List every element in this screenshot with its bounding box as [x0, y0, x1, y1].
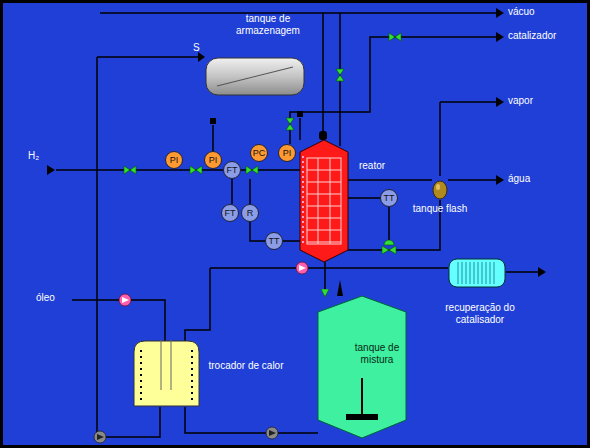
process-line	[324, 262, 326, 296]
instrument-tag: PI	[209, 156, 218, 165]
flow-transmitter: FT	[221, 204, 239, 222]
catalyst-recovery: recuperação do catalisador	[448, 258, 506, 288]
stream-label: S	[193, 42, 200, 54]
instrument-tag: TT	[269, 237, 280, 246]
pressure-controller: PC	[250, 144, 268, 162]
catalyst-recovery-outline	[448, 258, 506, 288]
gas-inlet-label: H₂	[28, 150, 39, 162]
instrument-tag: FT	[227, 166, 238, 175]
flash-tank: tanque flash	[432, 176, 448, 200]
process-line	[283, 240, 300, 242]
equipment-label: recuperação do catalisador	[440, 302, 520, 325]
line-label: água	[508, 173, 530, 185]
storage-tank: tanque de armazenagem	[205, 57, 305, 96]
reactor-vessel-outline	[300, 140, 348, 262]
line-label: óleo	[36, 292, 55, 304]
flow-transmitter: FT	[223, 161, 241, 179]
mixing-tank: tanque de mistura	[318, 296, 406, 440]
mixing-tank-outline	[318, 296, 406, 440]
line-label: catalizador	[508, 30, 556, 42]
temperature-transmitter: TT	[265, 232, 283, 250]
flash-tank-outline	[432, 176, 448, 200]
process-line	[348, 197, 380, 199]
process-line	[231, 179, 233, 204]
instrument-tag: R	[247, 209, 254, 218]
line-label: vapor	[508, 95, 533, 107]
equipment-label: tanque de armazenagem	[227, 13, 309, 36]
storage-tank-outline	[205, 57, 305, 96]
reactor-vessel: reator	[300, 140, 348, 262]
instrument-tag: PC	[253, 149, 266, 158]
heat-exchanger: trocador de calor	[133, 340, 200, 407]
temperature-transmitter: TT	[380, 189, 398, 207]
equipment-label: reator	[352, 160, 392, 172]
equipment-label: tanque de mistura	[350, 342, 404, 365]
line-label: vácuo	[508, 6, 535, 18]
instrument-tag: FT	[225, 209, 236, 218]
pressure-indicator: PI	[204, 151, 222, 169]
instrument-tag: PI	[170, 156, 179, 165]
instrument-tag: PI	[283, 149, 292, 158]
process-line	[348, 179, 432, 181]
pressure-indicator: PI	[278, 144, 296, 162]
ratio-controller: R	[241, 204, 259, 222]
heat-exchanger-outline	[133, 340, 200, 407]
instrument-tag: TT	[384, 194, 395, 203]
equipment-label: tanque flash	[405, 203, 475, 215]
equipment-label: trocador de calor	[205, 360, 287, 372]
pressure-indicator: PI	[165, 151, 183, 169]
